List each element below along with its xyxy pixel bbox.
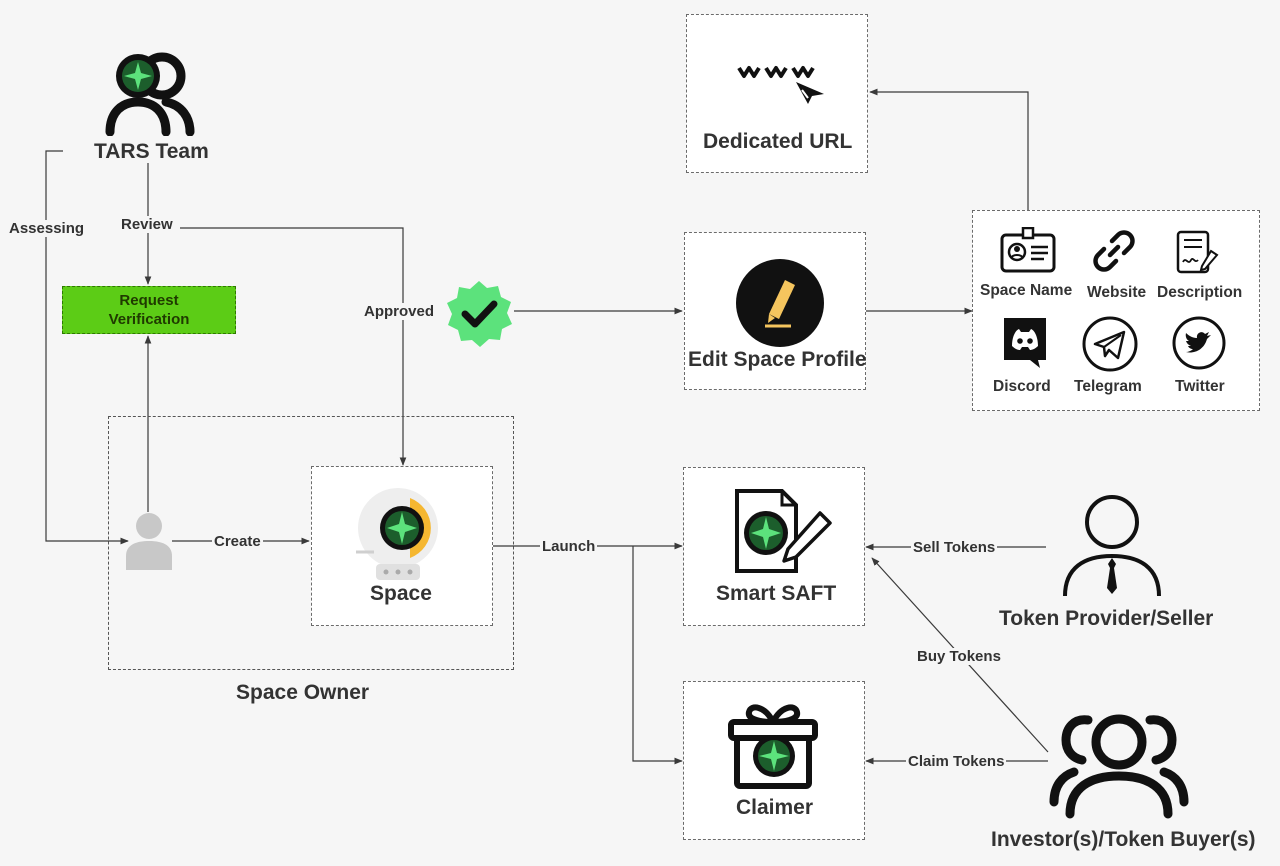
edit-space-profile-label: Edit Space Profile — [688, 348, 867, 371]
edge-assessing — [45, 150, 129, 545]
tars-team-icon — [105, 52, 195, 136]
request-verification-label-2: Verification — [108, 311, 190, 328]
discord-icon — [1004, 318, 1046, 368]
edge-approved-to-space — [180, 227, 407, 466]
edge-label-approved: Approved — [362, 303, 437, 320]
dedicated-url-box[interactable] — [686, 14, 868, 173]
edge-spacename-to-url — [869, 88, 1029, 229]
space-name-id-card-icon — [1000, 227, 1056, 273]
edge-label-create: Create — [212, 533, 263, 550]
edge-label-launch: Launch — [540, 538, 598, 555]
space-orb-icon — [356, 488, 438, 580]
edge-label-review: Review — [119, 216, 175, 233]
investors-label: Investor(s)/Token Buyer(s) — [991, 828, 1256, 851]
website-link-icon — [1093, 230, 1135, 272]
twitter-label: Twitter — [1175, 378, 1225, 395]
smart-saft-label: Smart SAFT — [716, 582, 837, 605]
dedicated-url-label: Dedicated URL — [703, 130, 853, 153]
space-owner-person-icon — [126, 513, 172, 570]
tars-team-label: TARS Team — [94, 140, 209, 163]
discord-label: Discord — [993, 378, 1051, 395]
description-label: Description — [1157, 284, 1243, 301]
twitter-icon — [1172, 316, 1226, 370]
claimer-label: Claimer — [736, 796, 814, 819]
claimer-gift-icon — [728, 704, 818, 789]
investors-group-icon — [1049, 714, 1189, 819]
space-owner-group — [108, 416, 514, 670]
edit-pen-icon — [736, 259, 824, 347]
edge-label-sell-tokens: Sell Tokens — [911, 539, 998, 556]
space-owner-label: Space Owner — [236, 681, 370, 704]
edge-label-assessing: Assessing — [7, 220, 87, 237]
verified-check-icon — [447, 281, 512, 347]
space-name-label: Space Name — [980, 282, 1073, 299]
telegram-icon — [1082, 316, 1138, 372]
request-verification-label-1: Request — [119, 292, 179, 309]
request-verification-box[interactable]: Request Verification — [62, 286, 236, 334]
smart-saft-contract-icon — [735, 489, 832, 573]
description-document-icon — [1176, 230, 1219, 274]
edge-label-buy-tokens: Buy Tokens — [915, 648, 1003, 665]
edge-label-claim-tokens: Claim Tokens — [906, 753, 1007, 770]
website-label: Website — [1087, 284, 1147, 301]
www-icon — [737, 66, 824, 104]
token-provider-person-icon — [1063, 495, 1161, 597]
token-provider-label: Token Provider/Seller — [999, 607, 1214, 630]
telegram-label: Telegram — [1074, 378, 1142, 395]
space-label: Space — [370, 582, 432, 605]
edge-launch-claimer — [632, 546, 683, 765]
